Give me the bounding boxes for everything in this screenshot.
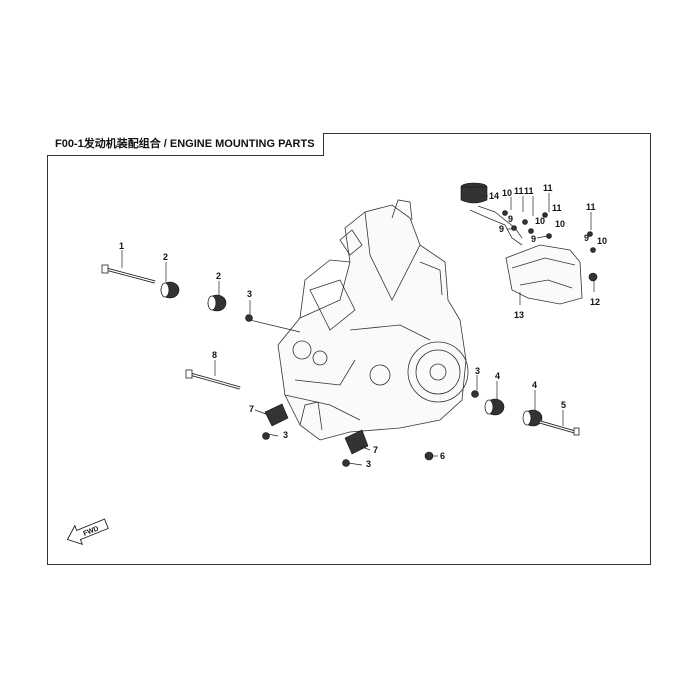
bracket-7b xyxy=(344,429,369,455)
callout-2a: 2 xyxy=(163,252,168,262)
callout-5: 5 xyxy=(561,400,566,410)
callout-3a: 3 xyxy=(247,289,252,299)
rubber-mount-4b xyxy=(522,409,543,427)
callout-3d: 3 xyxy=(475,366,480,376)
callout-2b: 2 xyxy=(216,271,221,281)
leader-lines xyxy=(121,193,595,466)
callout-3b: 3 xyxy=(283,430,288,440)
callout-11e: 11 xyxy=(552,203,562,213)
callout-1: 1 xyxy=(119,241,124,251)
rubber-mount-4a xyxy=(484,398,505,416)
callout-4b: 4 xyxy=(532,380,537,390)
rubber-mount-2a xyxy=(160,281,180,299)
callout-7b: 7 xyxy=(373,445,378,455)
filter-cap-14 xyxy=(460,186,488,204)
callout-12: 12 xyxy=(590,297,600,307)
callout-11a: 11 xyxy=(514,186,524,196)
callout-10b: 10 xyxy=(535,216,545,226)
callout-numbers: 1 2 2 3 3 3 3 4 4 5 6 7 7 8 9 9 9 9 10 1… xyxy=(119,183,607,469)
fwd-arrow: FWD xyxy=(66,518,109,545)
callout-10c: 10 xyxy=(555,219,565,229)
nut-3b xyxy=(262,432,270,440)
callout-10d: 10 xyxy=(597,236,607,246)
callout-4a: 4 xyxy=(495,371,500,381)
callout-9b: 9 xyxy=(508,214,513,224)
bolt-1 xyxy=(101,264,156,284)
callout-13: 13 xyxy=(514,310,524,320)
page-title: F00-1发动机装配组合 / ENGINE MOUNTING PARTS xyxy=(47,133,324,156)
callout-9a: 9 xyxy=(499,224,504,234)
nut-3a xyxy=(245,314,253,322)
callout-11c: 11 xyxy=(543,183,553,193)
callout-9c: 9 xyxy=(531,234,536,244)
bolt-5 xyxy=(539,420,580,436)
callout-7a: 7 xyxy=(249,404,254,414)
callout-6: 6 xyxy=(440,451,445,461)
callout-14: 14 xyxy=(489,191,499,201)
callout-3c: 3 xyxy=(366,459,371,469)
nut-6 xyxy=(424,451,434,461)
callout-11b: 11 xyxy=(524,186,534,196)
rubber-mount-2b xyxy=(207,294,227,312)
callout-8: 8 xyxy=(212,350,217,360)
engine-assembly xyxy=(277,199,469,441)
callout-11d: 11 xyxy=(586,202,596,212)
callout-10a: 10 xyxy=(502,188,512,198)
bracket-7a xyxy=(264,403,289,427)
nut-3d xyxy=(471,390,479,398)
screws-9-10-11 xyxy=(502,210,596,253)
air-box-assembly xyxy=(460,182,598,305)
drawing-frame xyxy=(47,133,651,565)
bolt-8 xyxy=(185,369,241,390)
callout-9d: 9 xyxy=(584,233,589,243)
